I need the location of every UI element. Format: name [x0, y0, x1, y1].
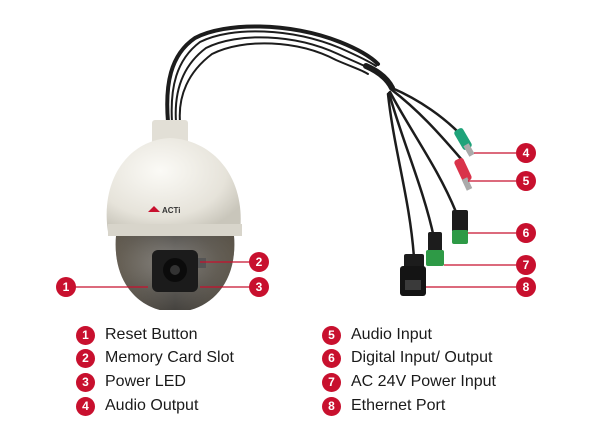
legend-item-digital-io: 6 Digital Input/ Output	[322, 347, 492, 369]
digital-io-connector	[452, 210, 468, 244]
legend-item-power-input: 7 AC 24V Power Input	[322, 371, 496, 393]
svg-text:3: 3	[256, 280, 263, 294]
callout-7: 7	[516, 255, 536, 275]
legend-label: Memory Card Slot	[105, 349, 234, 366]
svg-text:7: 7	[523, 258, 530, 272]
legend-item-power-led: 3 Power LED	[76, 371, 186, 393]
svg-text:5: 5	[523, 174, 530, 188]
camera-body	[106, 120, 242, 310]
legend-item-ethernet-port: 8 Ethernet Port	[322, 395, 445, 417]
legend-item-audio-input: 5 Audio Input	[322, 324, 432, 346]
legend-label: Power LED	[105, 373, 186, 390]
callout-2: 2	[249, 252, 269, 272]
fanout-cables	[386, 86, 464, 260]
svg-text:4: 4	[523, 146, 530, 160]
camera-diagram: ACTi 1 2 3 4 5 6 7 8	[56, 24, 536, 310]
callout-4: 4	[516, 143, 536, 163]
legend-item-reset-button: 1 Reset Button	[76, 324, 198, 346]
svg-text:2: 2	[256, 255, 263, 269]
ethernet-connector	[400, 254, 426, 296]
legend-badge: 1	[76, 325, 95, 345]
legend-label: Digital Input/ Output	[351, 349, 493, 366]
brand-logo-text: ACTi	[162, 206, 181, 215]
callout-8: 8	[516, 277, 536, 297]
svg-text:8: 8	[523, 280, 530, 294]
audio-input-connector	[454, 157, 473, 191]
svg-text:1: 1	[63, 280, 70, 294]
legend-label: Audio Input	[351, 326, 432, 343]
legend-badge: 7	[322, 372, 341, 392]
legend-label: AC 24V Power Input	[351, 373, 496, 390]
legend-badge: 2	[76, 348, 95, 368]
legend-label: Audio Output	[105, 397, 199, 414]
svg-text:6: 6	[523, 226, 530, 240]
legend-badge: 4	[76, 396, 95, 416]
audio-output-connector	[454, 128, 475, 157]
legend-label: Reset Button	[105, 326, 198, 343]
legend-item-memory-card-slot: 2 Memory Card Slot	[76, 347, 234, 369]
callout-3: 3	[249, 277, 269, 297]
legend-label: Ethernet Port	[351, 397, 446, 414]
legend-item-audio-output: 4 Audio Output	[76, 395, 198, 417]
leader-lines	[74, 152, 516, 288]
legend-badge: 3	[76, 372, 95, 392]
legend-badge: 6	[322, 348, 341, 368]
callout-5: 5	[516, 171, 536, 191]
cable-bundle	[165, 24, 395, 124]
acti-logo: ACTi	[148, 206, 181, 215]
callout-1: 1	[56, 277, 76, 297]
power-input-connector	[426, 232, 444, 266]
legend-badge: 5	[322, 325, 341, 345]
legend-badge: 8	[322, 396, 341, 416]
callout-6: 6	[516, 223, 536, 243]
